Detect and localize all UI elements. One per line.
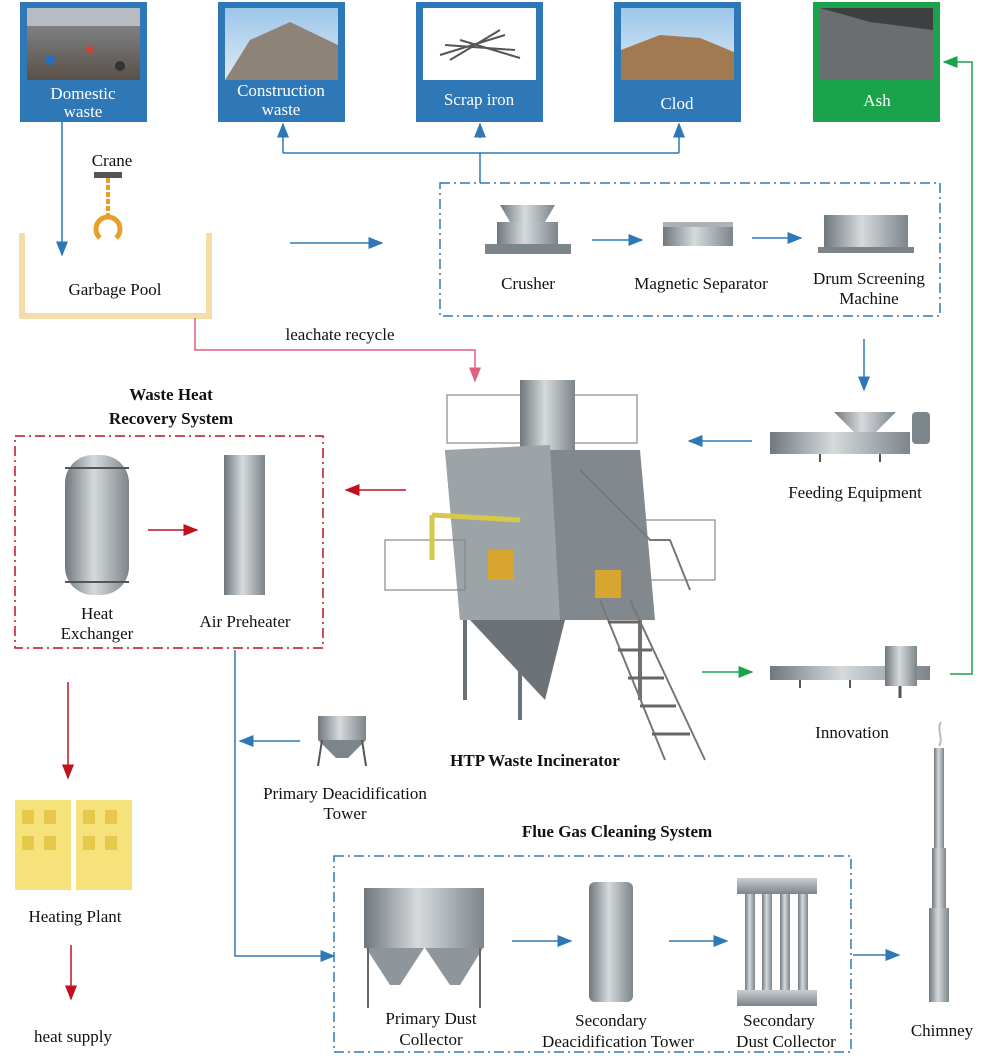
drum-screening-label-1: Drum Screening <box>813 269 925 288</box>
feeding-equipment-icon <box>770 412 930 462</box>
ash-label: Ash <box>863 91 891 110</box>
scrap-iron-label: Scrap iron <box>444 90 515 109</box>
crane-icon <box>93 172 123 240</box>
arrow-leachate-recycle <box>194 318 481 383</box>
arrow-innovation-to-ash <box>942 56 973 675</box>
feeding-equipment-label: Feeding Equipment <box>788 483 922 502</box>
primary-dust-collector-label-2: Collector <box>399 1030 463 1049</box>
box-ash: Ash <box>813 2 940 122</box>
crane-label: Crane <box>92 151 133 170</box>
heating-plant-icon <box>15 800 132 890</box>
air-preheater-icon <box>224 455 265 595</box>
innovation-label: Innovation <box>815 723 889 742</box>
secondary-dust-collector-label-1: Secondary <box>743 1011 815 1030</box>
drum-screening-icon <box>818 215 914 253</box>
secondary-deacidification-label-2: Deacidification Tower <box>542 1032 694 1051</box>
domestic-waste-label-1: Domestic <box>50 84 116 103</box>
box-construction-waste: Construction waste <box>218 2 345 122</box>
magnetic-separator-icon <box>663 222 733 246</box>
secondary-dust-collector-icon <box>737 878 817 1006</box>
chimney-icon <box>929 721 949 1002</box>
domestic-waste-label-2: waste <box>64 102 103 121</box>
arrow-pretreatment-outputs <box>282 126 680 183</box>
whr-title-1: Waste Heat <box>129 385 213 404</box>
chimney-label: Chimney <box>911 1021 974 1040</box>
primary-deacidification-tower-icon <box>317 716 367 767</box>
leachate-label: leachate recycle <box>286 325 395 344</box>
fgc-title: Flue Gas Cleaning System <box>522 822 712 841</box>
construction-waste-photo <box>225 22 338 80</box>
clod-label: Clod <box>660 94 694 113</box>
heat-exchanger-label-2: Exchanger <box>61 624 134 643</box>
primary-dust-collector-label-1: Primary Dust <box>385 1009 476 1028</box>
box-clod: Clod <box>614 2 741 122</box>
box-scrap-iron: Scrap iron <box>416 2 543 122</box>
heating-plant-label: Heating Plant <box>28 907 121 926</box>
construction-waste-label-1: Construction <box>237 81 325 100</box>
arrow-air-preheater-to-flue-gas <box>234 650 336 962</box>
htp-waste-incinerator-icon <box>384 380 716 761</box>
whr-title-2: Recovery System <box>109 409 233 428</box>
primary-dust-collector-icon <box>364 888 484 1008</box>
secondary-deacidification-tower-icon <box>589 882 633 1002</box>
innovation-icon <box>770 646 930 698</box>
crusher-label: Crusher <box>501 274 555 293</box>
construction-waste-label-2: waste <box>262 100 301 119</box>
heat-exchanger-icon <box>65 455 129 595</box>
box-domestic-waste: Domestic waste <box>20 2 147 122</box>
heat-exchanger-label-1: Heat <box>81 604 113 623</box>
scrap-iron-photo <box>423 8 536 80</box>
clod-photo <box>621 35 734 80</box>
air-preheater-label: Air Preheater <box>199 612 290 631</box>
waste-heat-recovery-box <box>14 435 324 649</box>
heat-supply-label: heat supply <box>34 1027 112 1046</box>
crusher-icon <box>485 205 571 254</box>
garbage-pool-label: Garbage Pool <box>68 280 161 299</box>
primary-deacidification-label-1: Primary Deacidification <box>263 784 427 803</box>
garbage-pool-icon <box>19 233 212 319</box>
secondary-deacidification-label-1: Secondary <box>575 1011 647 1030</box>
primary-deacidification-label-2: Tower <box>323 804 367 823</box>
incinerator-label: HTP Waste Incinerator <box>450 751 620 770</box>
flue-gas-cleaning-box <box>333 855 852 1053</box>
magnetic-separator-label: Magnetic Separator <box>634 274 768 293</box>
drum-screening-label-2: Machine <box>839 289 898 308</box>
secondary-dust-collector-label-2: Dust Collector <box>736 1032 836 1051</box>
pretreatment-box <box>439 182 941 317</box>
